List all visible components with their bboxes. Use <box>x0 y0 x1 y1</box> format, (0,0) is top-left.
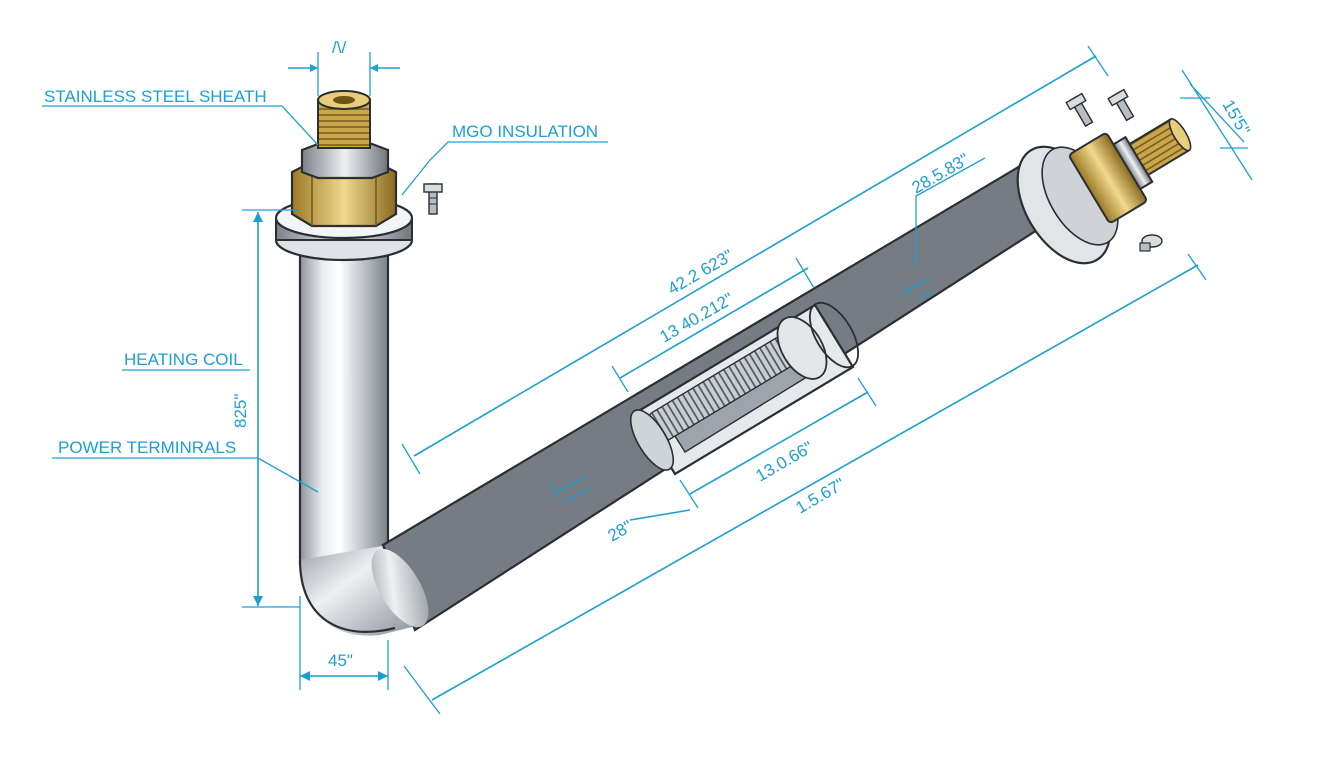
dim-top-thread: /\/ <box>332 38 346 57</box>
dim-overall-bottom: 1.5.67" <box>793 474 849 517</box>
label-power-terminals: POWER TERMINRALS <box>58 438 236 457</box>
label-mgo-insulation: MGO INSULATION <box>452 122 598 141</box>
terminal-screw-icon <box>1065 92 1094 128</box>
dim-inner-top: 13 40.212" <box>657 289 737 346</box>
terminal-screw-icon <box>1139 234 1163 252</box>
dim-right-fitting: 15'5" <box>1219 97 1254 139</box>
terminal-screw-icon <box>423 183 443 215</box>
label-heating-coil: HEATING COIL <box>124 350 243 369</box>
vertical-sheath <box>298 233 390 567</box>
dim-upper-section: 28.5.83" <box>909 150 973 198</box>
heating-element-body <box>274 88 1192 636</box>
dim-lower-offset: 28" <box>605 517 636 546</box>
dim-vertical-leg: 825" <box>231 394 250 428</box>
coil-cutaway <box>629 301 860 476</box>
elbow-bend <box>300 545 420 636</box>
label-stainless-steel-sheath: STAINLESS STEEL SHEATH <box>44 87 267 106</box>
top-fitting <box>274 90 414 262</box>
dim-coil-length: 13.0.66" <box>753 438 817 486</box>
dim-bend-width: 45" <box>328 651 353 670</box>
dimension-lines <box>242 45 1253 715</box>
terminal-screw-icon <box>1107 88 1135 122</box>
right-fitting <box>1016 117 1192 265</box>
surface-mark <box>549 476 591 504</box>
surface-mark <box>902 277 933 301</box>
